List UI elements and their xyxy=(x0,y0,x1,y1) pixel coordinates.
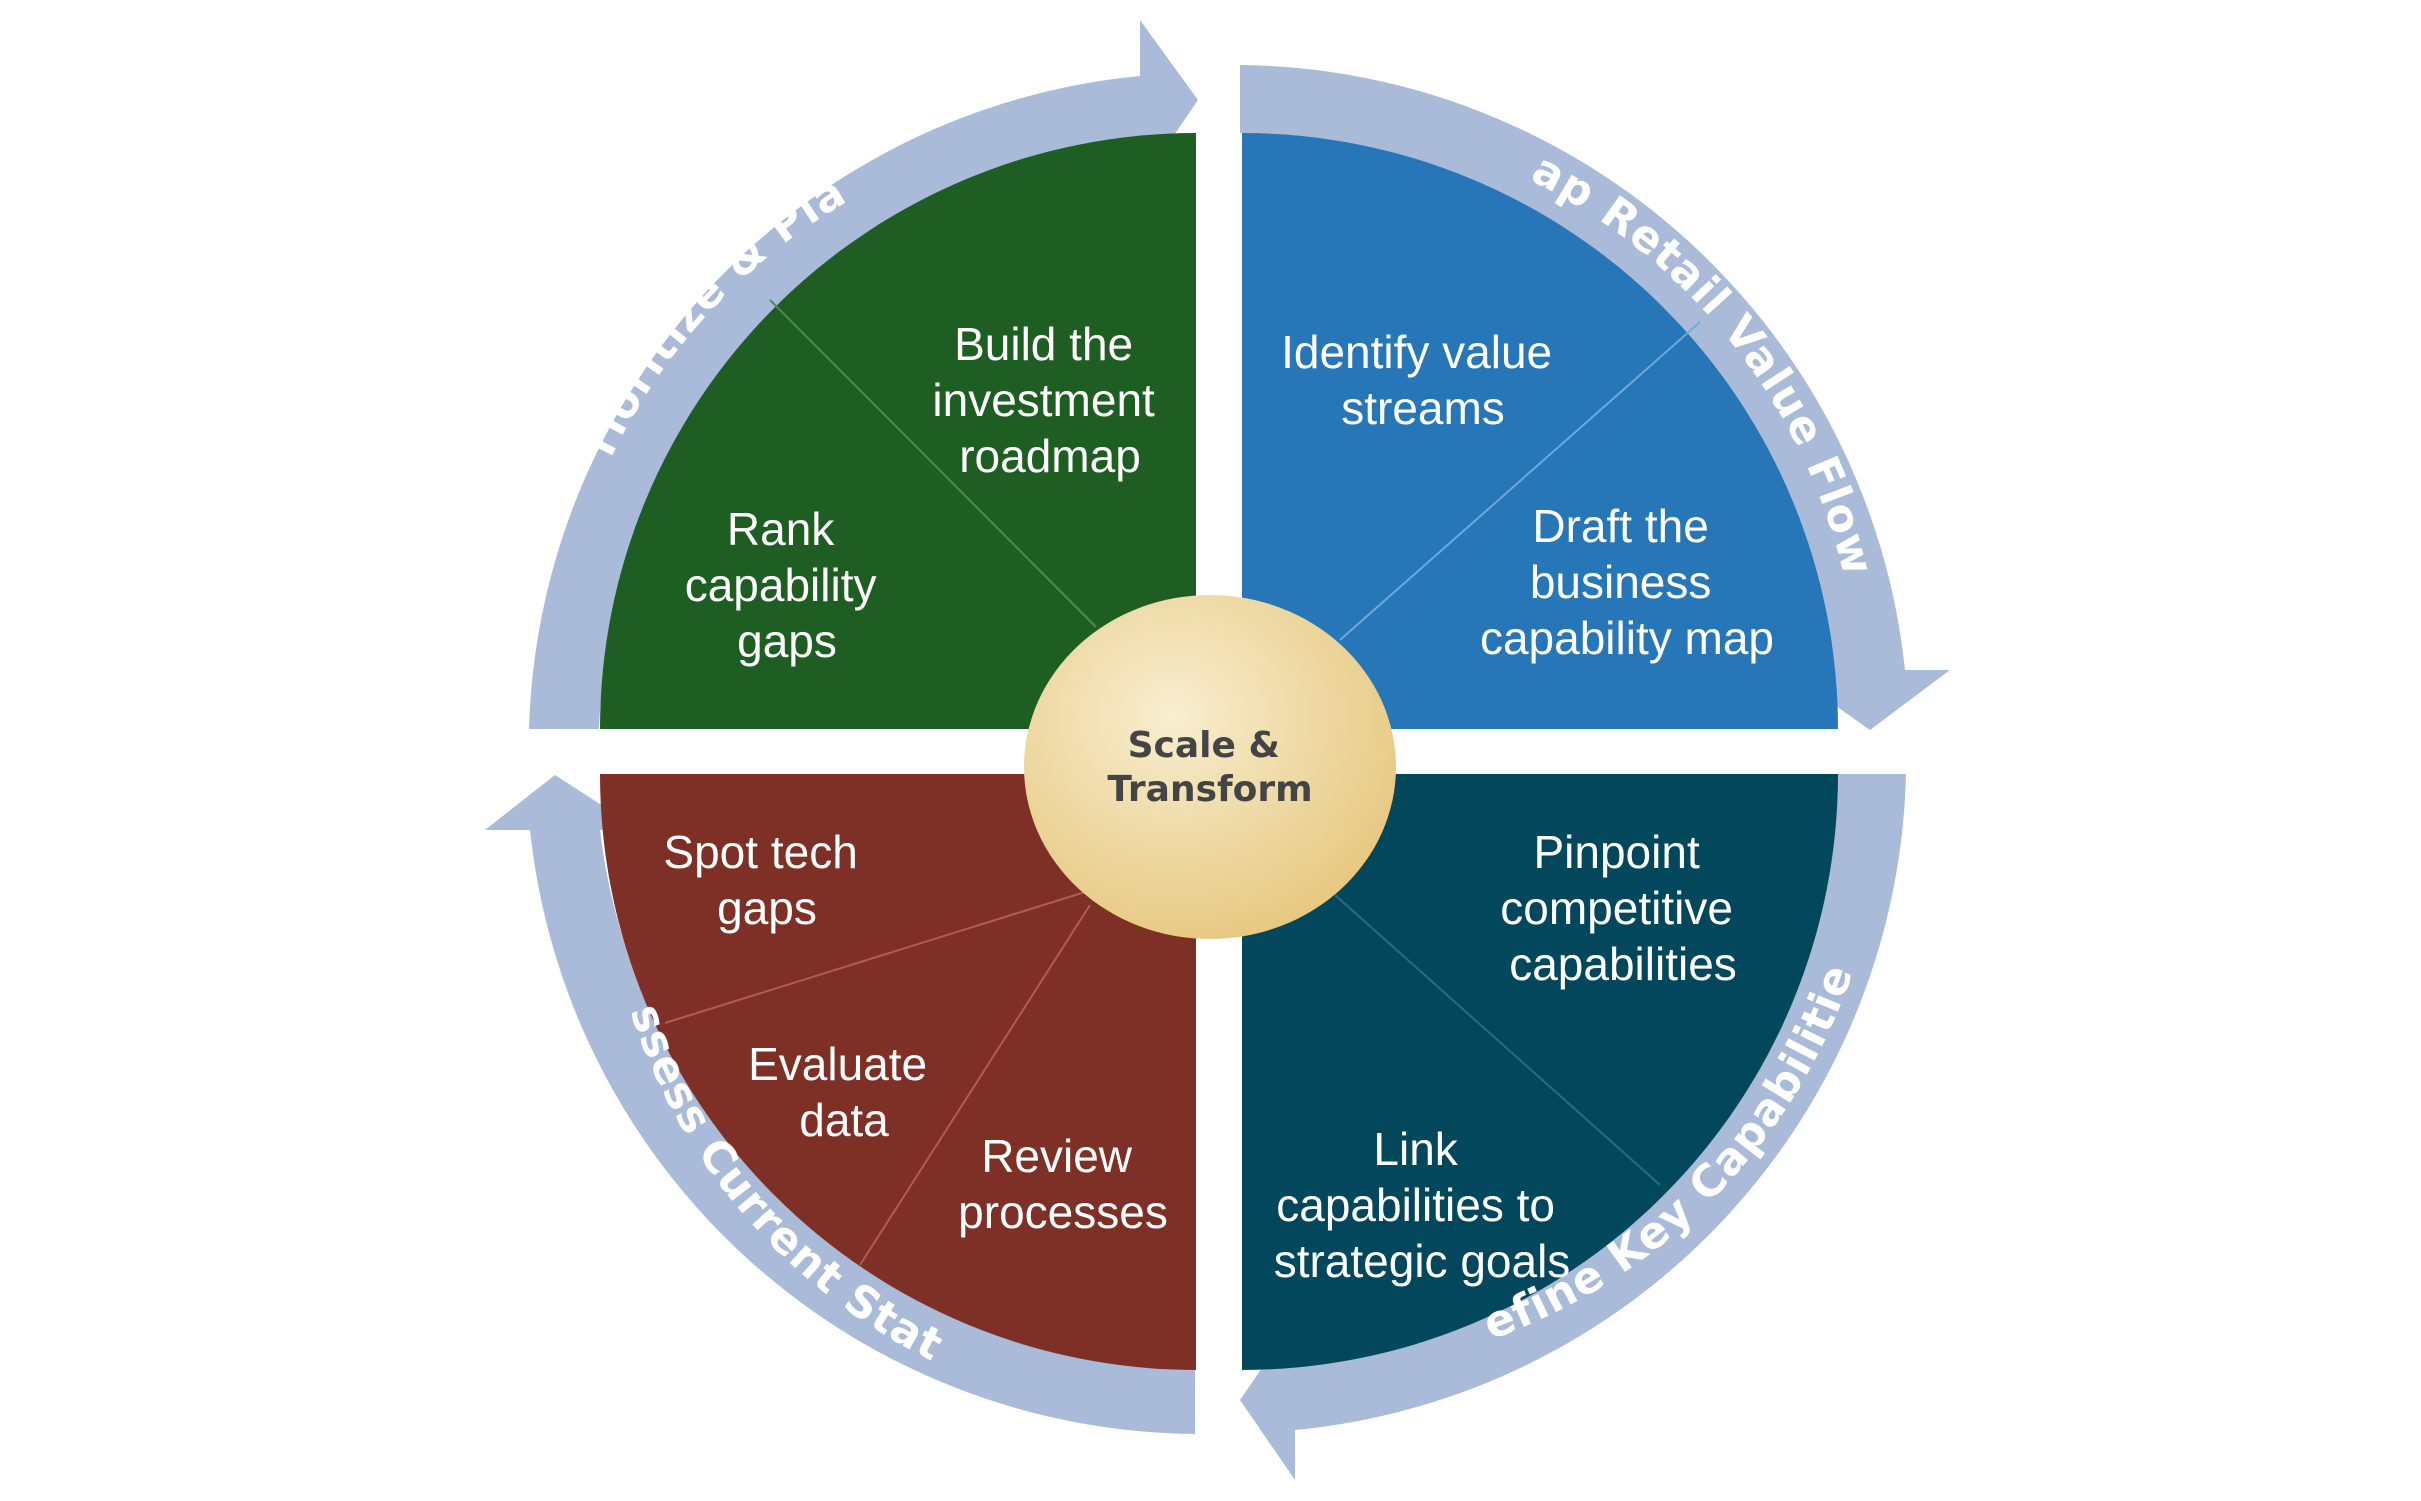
arrow-prioritize-plan xyxy=(529,20,1198,729)
step-rank-gaps: Rank capability gaps xyxy=(685,503,890,667)
divider-tl xyxy=(769,299,1097,628)
step-review-processes: Review processes xyxy=(958,1130,1168,1238)
step-evaluate-data: Evaluate data xyxy=(748,1038,940,1146)
step-identify-streams: Identify value streams xyxy=(1281,326,1565,434)
step-pinpoint-capabilities: Pinpoint competitive capabilities xyxy=(1500,826,1745,990)
divider-br xyxy=(1334,894,1661,1186)
step-draft-capability-map: Draft the business capability map xyxy=(1480,500,1774,664)
divider-tr xyxy=(1339,321,1701,641)
quadrant-assess xyxy=(600,774,1196,1370)
center-hub: Scale & Transform xyxy=(1024,595,1396,939)
step-link-goals: Link capabilities to strategic goals xyxy=(1274,1123,1571,1287)
arrow-define-capabilities xyxy=(1240,774,1906,1480)
arrow-assess-state xyxy=(485,775,1195,1434)
hub-circle xyxy=(1024,595,1396,939)
arrow-map-value-flows xyxy=(1240,65,1950,730)
quadrant-dividers xyxy=(664,299,1701,1266)
step-spot-tech-gaps: Spot tech gaps xyxy=(663,826,870,934)
step-build-roadmap: Build the investment roadmap xyxy=(932,318,1167,482)
cycle-arrows xyxy=(485,20,1950,1480)
divider-bl-1 xyxy=(664,891,1086,1024)
quadrant-prioritize xyxy=(600,133,1196,729)
quadrant-map xyxy=(1242,133,1838,729)
step-labels: Build the investment roadmap Rank capabi… xyxy=(663,318,1774,1287)
hub-label: Scale & Transform xyxy=(1107,725,1312,810)
divider-bl-2 xyxy=(859,904,1091,1266)
quadrant-define xyxy=(1242,774,1838,1370)
quadrants xyxy=(600,133,1838,1370)
